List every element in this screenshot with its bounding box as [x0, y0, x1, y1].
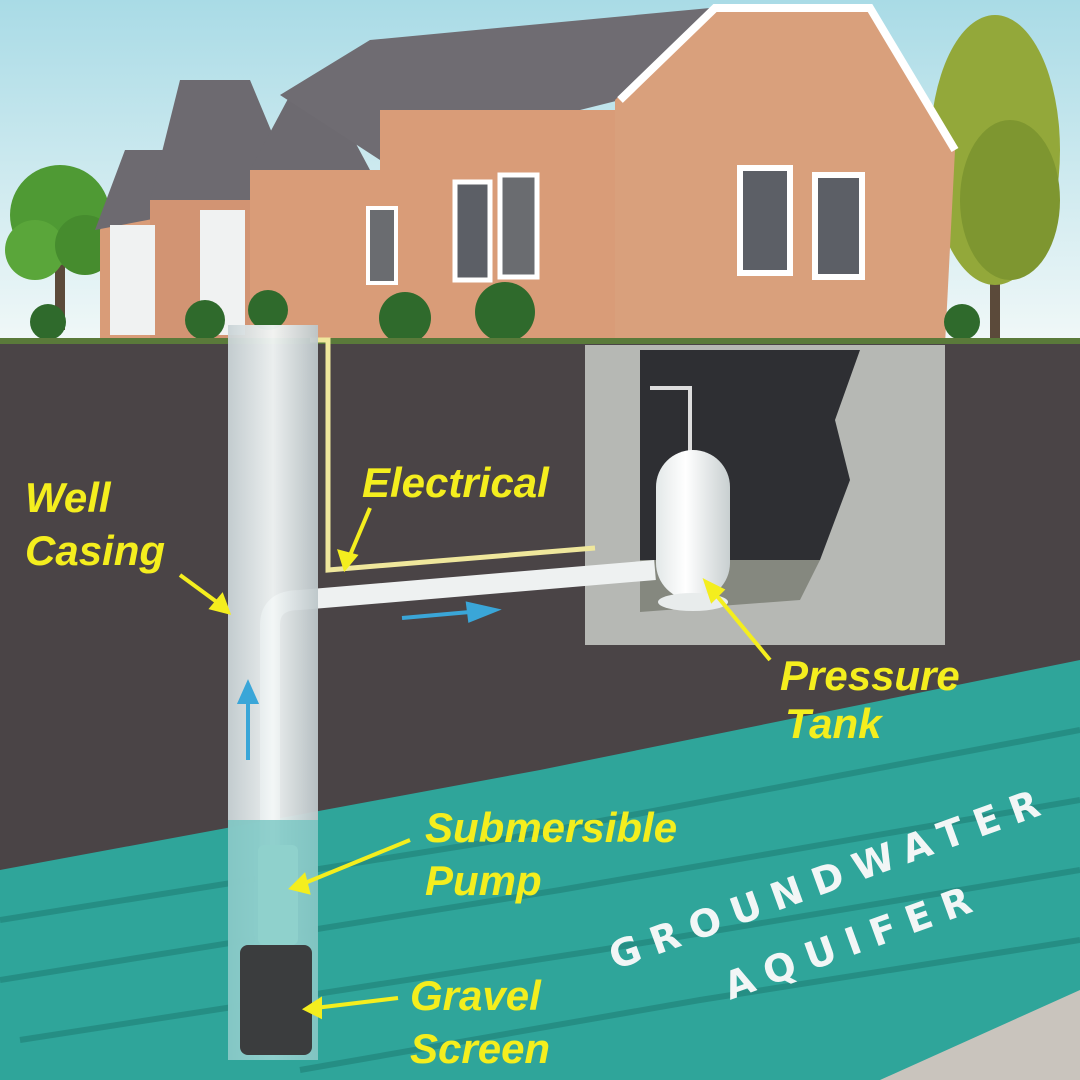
house: [30, 3, 980, 345]
grass-line: [0, 338, 1080, 344]
label-well-casing: Well: [25, 474, 112, 521]
label-electrical: Electrical: [362, 459, 550, 506]
aquifer-texture: [0, 727, 1080, 1073]
tank-pipe: [650, 386, 692, 455]
tree-left: [5, 165, 115, 330]
bedrock: [880, 990, 1080, 1080]
label-submersible-pump: Submersible: [425, 804, 677, 851]
flow-arrow-icon: [236, 601, 502, 760]
gravel-screen: [240, 945, 312, 1055]
label-pressure-tank-2: Tank: [785, 700, 884, 747]
label-pressure-tank: Pressure: [780, 652, 960, 699]
basement: [585, 345, 945, 645]
label-gravel-screen-2: Screen: [410, 1025, 550, 1072]
label-gravel-screen: Gravel: [410, 972, 542, 1019]
tree-right: [930, 15, 1060, 345]
pointer-arrows: [178, 507, 772, 1020]
label-well-casing-2: Casing: [25, 527, 165, 574]
electrical-wire: [310, 337, 596, 573]
label-submersible-pump-2: Pump: [425, 857, 542, 904]
submersible-pump: [258, 845, 298, 945]
